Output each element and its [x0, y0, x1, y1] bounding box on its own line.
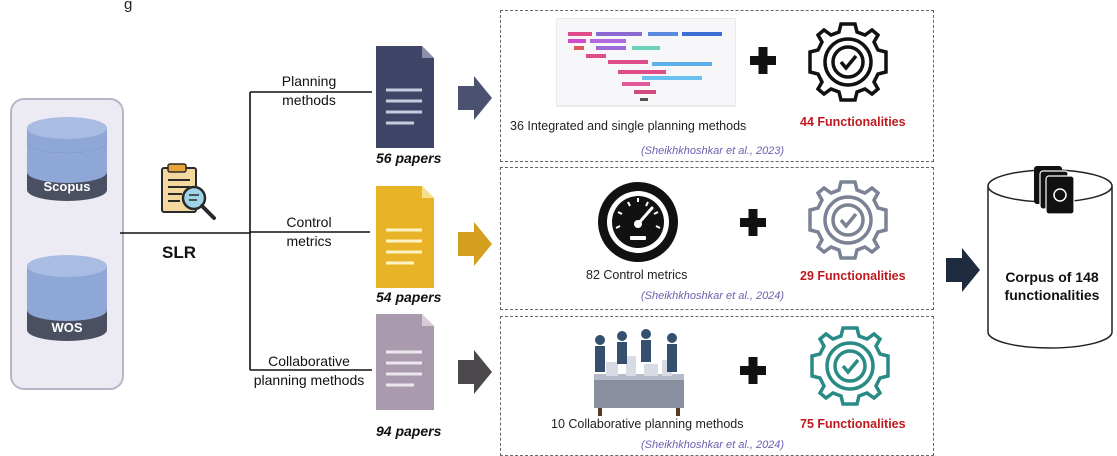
- paper-documents: [376, 46, 492, 410]
- document-magnifier-icon: [161, 163, 216, 220]
- plus-icon-collaborative: [740, 357, 766, 384]
- corpus-cylinder: [987, 169, 1113, 349]
- collaborative-arrow-icon: [458, 350, 492, 394]
- collaborative-functionalities: 75 Functionalities: [800, 417, 906, 431]
- collaborative-document-icon: [376, 314, 434, 410]
- control-document-icon: [376, 186, 434, 288]
- control-functionalities: 29 Functionalities: [800, 269, 906, 283]
- planning-result-box: [500, 10, 934, 162]
- corpus-arrow-icon: [946, 248, 980, 292]
- planning-document-icon: [376, 46, 434, 148]
- planning-citation: (Sheikhkhoshkar et al., 2023): [641, 145, 785, 157]
- gear-check-icon-collaborative: [810, 326, 890, 406]
- gear-check-icon-planning: [808, 22, 888, 102]
- planning-method-text: 36 Integrated and single planning method…: [510, 119, 747, 133]
- control-result-box: [500, 167, 934, 310]
- planning-functionalities: 44 Functionalities: [800, 115, 906, 129]
- collaborative-method-text: 10 Collaborative planning methods: [551, 417, 744, 431]
- corpus-label: Corpus of 148 functionalities: [1004, 269, 1100, 303]
- gantt-chart-icon: [556, 18, 736, 107]
- wos-label: WOS: [51, 320, 83, 335]
- control-arrow-icon: [458, 222, 492, 266]
- scopus-label: Scopus: [43, 179, 91, 194]
- plus-icon-control: [740, 209, 766, 236]
- team-meeting-icon: [594, 329, 684, 416]
- control-citation: (Sheikhkhoshkar et al., 2024): [641, 290, 785, 302]
- collaborative-papers-count: 94 papers: [376, 423, 442, 439]
- document-stack-icon: [1034, 166, 1075, 215]
- planning-papers-count: 56 papers: [376, 150, 442, 166]
- wos-database-icon: [27, 255, 107, 341]
- speedometer-icon: [598, 182, 678, 262]
- plus-icon-planning: [750, 47, 776, 74]
- planning-arrow-icon: [458, 76, 492, 120]
- collaborative-citation: (Sheikhkhoshkar et al., 2024): [641, 439, 785, 451]
- slr-label: SLR: [162, 243, 196, 262]
- scopus-database-icon: [27, 117, 107, 201]
- database-cylinders: [27, 117, 107, 341]
- header-fragment: g: [124, 0, 133, 13]
- control-papers-count: 54 papers: [376, 289, 442, 305]
- control-method-text: 82 Control metrics: [586, 268, 688, 282]
- gear-check-icon-control: [808, 180, 888, 260]
